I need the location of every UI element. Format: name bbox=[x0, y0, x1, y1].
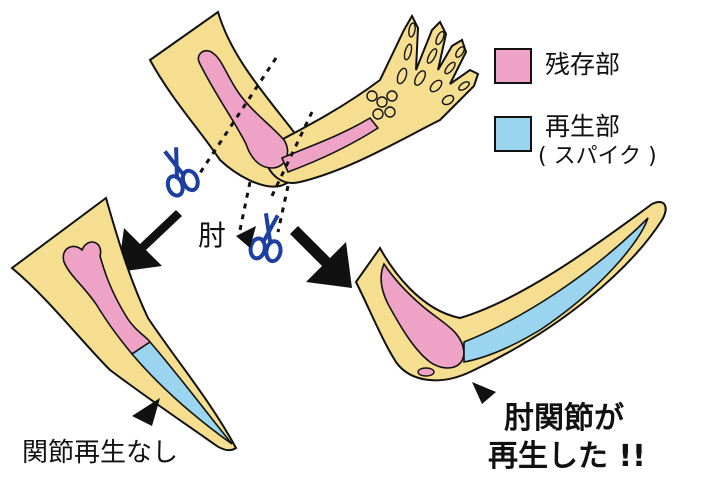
legend-swatch-remaining bbox=[494, 48, 532, 84]
label-regenerated-line2: 再生した !! bbox=[488, 442, 646, 472]
intact-forelimb bbox=[150, 12, 478, 232]
legend-note-spike: ( スパイク ) bbox=[538, 146, 657, 168]
arrow-icon bbox=[290, 226, 352, 288]
arrow-icon bbox=[118, 210, 182, 272]
proximal-cut-limb bbox=[356, 202, 666, 404]
legend-swatch-regenerated bbox=[494, 116, 532, 152]
pointer-triangle-icon bbox=[472, 382, 496, 404]
label-no-regeneration: 関節再生なし bbox=[22, 440, 178, 466]
legend-label-regenerated: 再生部 bbox=[545, 114, 620, 139]
legend-label-remaining: 残存部 bbox=[545, 52, 620, 77]
scissors-icon bbox=[156, 144, 200, 197]
label-elbow: 肘 bbox=[198, 222, 226, 250]
pointer-triangle-icon bbox=[132, 398, 160, 426]
label-regenerated-line1: 肘関節が bbox=[504, 404, 624, 434]
lower-right-kneecap bbox=[418, 368, 434, 376]
